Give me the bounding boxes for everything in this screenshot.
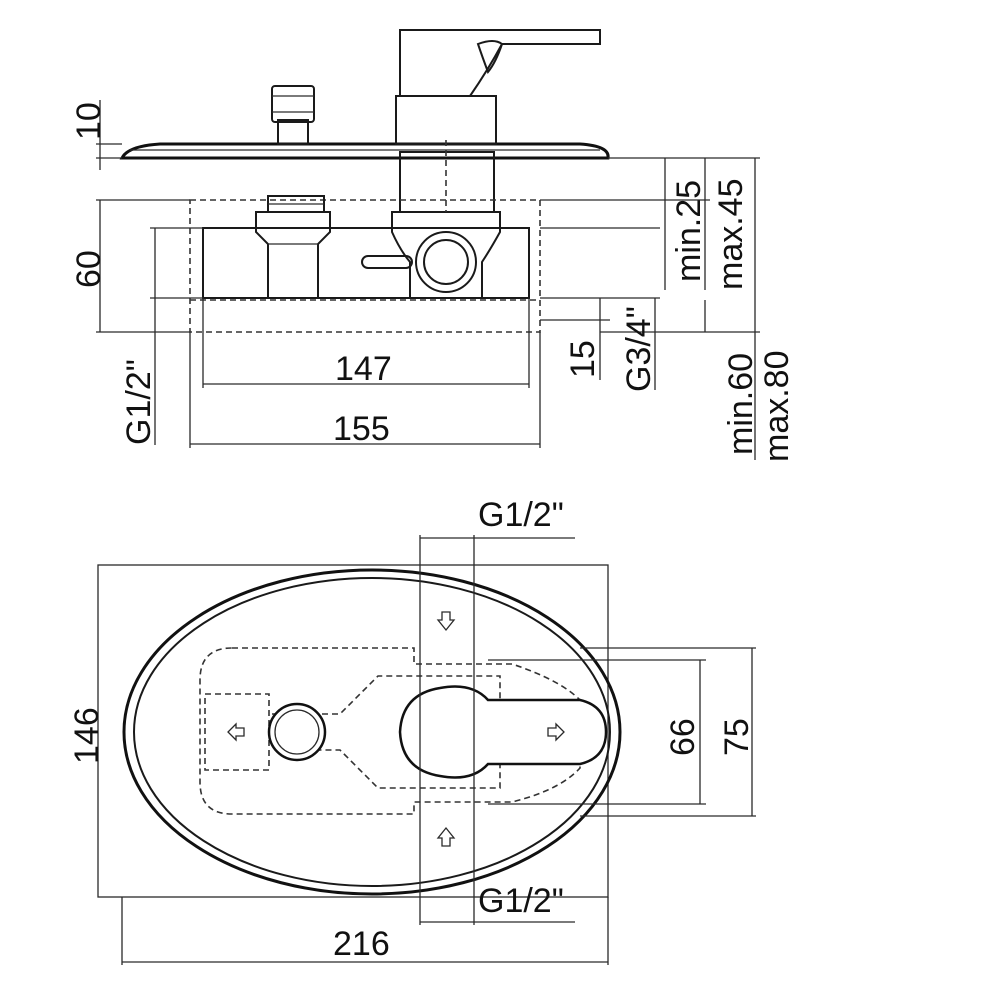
dim-plate-thickness: 10 bbox=[70, 102, 108, 140]
dim-depth-small-min: min.25 bbox=[670, 180, 708, 282]
dim-handle-outer: 75 bbox=[718, 718, 756, 756]
diverter-seat-front bbox=[204, 693, 270, 771]
valve-body-side bbox=[202, 227, 530, 299]
lever-handle-side bbox=[395, 29, 601, 213]
body-housing-dashed bbox=[189, 199, 541, 333]
side-view: 10 60 G1/2" 147 155 15 G3/4" min.25 max.… bbox=[70, 29, 796, 463]
flow-arrow-icon bbox=[436, 826, 456, 847]
front-bounding-frame bbox=[97, 564, 609, 898]
dim-depth-small-max: max.45 bbox=[712, 179, 750, 291]
diverter-knob-side bbox=[271, 85, 315, 145]
dim-body-height: 60 bbox=[70, 250, 108, 288]
dim-bottom-thread: G1/2" bbox=[478, 882, 564, 920]
dim-inlet-thread-side: G1/2" bbox=[120, 359, 158, 445]
dim-outlet-thread: G3/4" bbox=[620, 306, 658, 392]
dim-handle-inner: 66 bbox=[664, 718, 702, 756]
dim-depth-large-max: max.80 bbox=[758, 351, 796, 463]
dim-plate-width: 216 bbox=[333, 925, 390, 963]
dim-top-thread: G1/2" bbox=[478, 496, 564, 534]
dim-body-outer-width: 155 bbox=[333, 410, 390, 448]
flow-arrow-icon bbox=[227, 722, 245, 742]
dim-depth-large-min: min.60 bbox=[722, 353, 760, 455]
mixer-cartridge-side bbox=[361, 211, 501, 299]
diverter-knob-front bbox=[267, 702, 327, 762]
flow-arrow-icon bbox=[547, 722, 565, 742]
cover-plate-front bbox=[122, 568, 622, 896]
flow-arrow-icon bbox=[436, 611, 456, 632]
front-view: G1/2" G1/2" 146 216 66 75 bbox=[68, 496, 756, 965]
diverter-cartridge-side bbox=[255, 195, 331, 299]
dim-body-inner-width: 147 bbox=[335, 350, 392, 388]
dim-plate-height: 146 bbox=[68, 707, 106, 764]
lever-handle-front bbox=[398, 685, 608, 779]
cover-plate-side bbox=[119, 142, 610, 160]
dim-outlet-offset: 15 bbox=[564, 340, 602, 378]
